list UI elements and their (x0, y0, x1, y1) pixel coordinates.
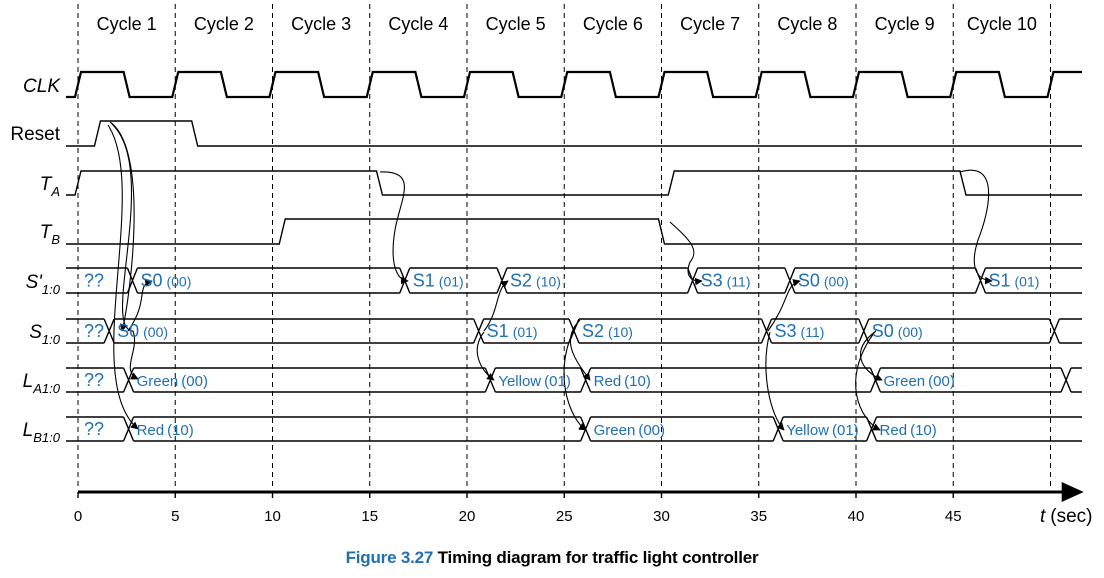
s-bus (66, 318, 1082, 344)
cycle-label-10: Cycle 10 (967, 14, 1037, 34)
axis-label: t(sec) (1040, 506, 1093, 527)
snext-bus (66, 267, 1082, 294)
axis-tick-label-20: 20 (459, 508, 476, 525)
signal-label-lb: LB1:0 (23, 420, 61, 445)
cycle-label-2: Cycle 2 (194, 14, 254, 34)
signal-label-s: S1:0 (29, 322, 61, 347)
snext-value-0: ?? (84, 271, 104, 291)
arrow-s2-to-lb (563, 321, 587, 431)
figure-number: Figure 3.27 (345, 548, 434, 567)
arrow-s-to-la (111, 123, 139, 380)
la-value-1: Green(00) (137, 373, 208, 390)
lb-value-4: Red(10) (880, 422, 937, 439)
axis-tick-label-15: 15 (361, 508, 378, 525)
arrow-s0-to-lb (855, 332, 881, 431)
s-value-3: S2(10) (582, 321, 633, 341)
signal-label-snext: S'1:0 (26, 272, 61, 297)
snext-value-4: S3(11) (701, 271, 751, 291)
cycle-label-7: Cycle 7 (680, 14, 740, 34)
cycle-label-3: Cycle 3 (291, 14, 351, 34)
time-axis-arrowhead (1061, 482, 1084, 502)
s-value-4: S3(11) (775, 321, 825, 341)
arrow-s3-to-snext (767, 279, 801, 332)
cycle-label-8: Cycle 8 (777, 14, 837, 34)
clk-waveform (66, 70, 1082, 99)
axis-tick-label-25: 25 (556, 508, 573, 525)
arrow-ta-to-snext (379, 171, 409, 285)
arrow-ta2-to-snext (959, 169, 993, 285)
s-value-2: S1(01) (487, 321, 538, 341)
cycle-label-1: Cycle 1 (97, 14, 157, 34)
snext-value-6: S1(01) (988, 271, 1039, 291)
snext-value-1: S0(00) (140, 271, 191, 291)
axis-tick-label-0: 0 (74, 508, 82, 525)
axis-tick-label-40: 40 (848, 508, 865, 525)
cycle-label-9: Cycle 9 (875, 14, 935, 34)
la-value-4: Green(00) (883, 373, 954, 390)
arrow-s-to-snext (127, 278, 153, 332)
snext-value-2: S1(01) (413, 271, 464, 291)
lb-value-3: Yellow(01) (786, 422, 859, 439)
figure-caption-text: Timing diagram for traffic light control… (437, 548, 759, 567)
arrow-reset-to-s (109, 121, 135, 332)
tb-waveform (66, 218, 1082, 245)
figure-caption: Figure 3.27 Timing diagram for traffic l… (0, 548, 1104, 568)
s-value-5: S0(00) (872, 321, 923, 341)
arrow-s1-to-la (476, 331, 495, 381)
axis-tick-label-35: 35 (750, 508, 767, 525)
arrow-s-to-lb (107, 124, 139, 430)
snext-value-5: S0(00) (798, 271, 849, 291)
arrow-tb-to-snext (669, 221, 703, 286)
cycle-label-6: Cycle 6 (583, 14, 643, 34)
axis-tick-label-30: 30 (653, 508, 670, 525)
snext-value-3: S2(10) (510, 271, 561, 291)
axis-tick-label-10: 10 (264, 508, 281, 525)
cycle-label-5: Cycle 5 (486, 14, 546, 34)
axis-tick-label-5: 5 (171, 508, 179, 525)
lb-value-0: ?? (84, 419, 104, 439)
signal-label-tb: TB (40, 222, 61, 247)
arrow-s0-to-la (860, 330, 883, 381)
signal-label-reset: Reset (10, 124, 60, 145)
la-value-3: Red(10) (594, 373, 651, 390)
signal-label-la: LA1:0 (23, 371, 61, 396)
arrow-s1-to-snext (483, 280, 509, 332)
lb-value-2: Green(00) (594, 422, 665, 439)
cycle-label-4: Cycle 4 (388, 14, 448, 34)
axis-tick-label-45: 45 (945, 508, 962, 525)
s-value-0: ?? (84, 321, 104, 341)
ta-waveform (66, 170, 1082, 196)
timing-diagram: Cycle 1 Cycle 2 Cycle 3 Cycle 4 Cycle 5 Cycle… (10, 4, 1093, 527)
signal-label-ta: TA (40, 174, 60, 199)
la-value-2: Yellow(01) (498, 373, 570, 390)
signal-label-clk: CLK (23, 76, 61, 97)
la-value-0: ?? (84, 370, 104, 390)
s-value-1: S0(00) (117, 321, 168, 341)
reset-waveform (66, 120, 1082, 147)
arrow-s3-to-lb (765, 331, 785, 431)
lb-value-1: Red(10) (137, 422, 194, 439)
